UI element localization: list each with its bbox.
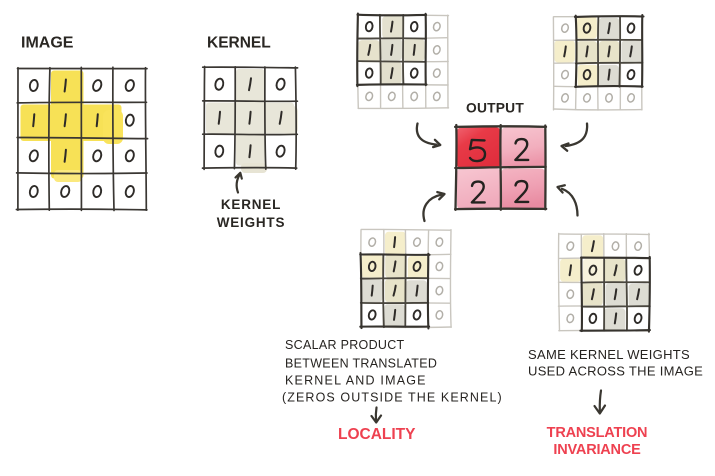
svg-text:SAME KERNEL WEIGHTS: SAME KERNEL WEIGHTS [528,347,690,362]
svg-text:USED ACROSS THE IMAGE: USED ACROSS THE IMAGE [528,364,703,379]
svg-text:KERNEL: KERNEL [207,35,271,52]
svg-text:INVARIANCE: INVARIANCE [553,442,641,458]
svg-text:KERNEL AND IMAGE: KERNEL AND IMAGE [285,374,427,388]
svg-text:IMAGE: IMAGE [21,35,74,52]
svg-text:SCALAR PRODUCT: SCALAR PRODUCT [285,338,405,352]
svg-text:(ZEROS OUTSIDE THE KERNEL): (ZEROS OUTSIDE THE KERNEL) [282,391,503,405]
svg-text:WEIGHTS: WEIGHTS [217,215,286,230]
svg-text:BETWEEN TRANSLATED: BETWEEN TRANSLATED [285,357,437,371]
svg-text:LOCALITY: LOCALITY [338,426,416,443]
svg-text:TRANSLATION: TRANSLATION [547,425,648,441]
svg-text:OUTPUT: OUTPUT [466,101,524,116]
svg-text:KERNEL: KERNEL [221,197,281,212]
